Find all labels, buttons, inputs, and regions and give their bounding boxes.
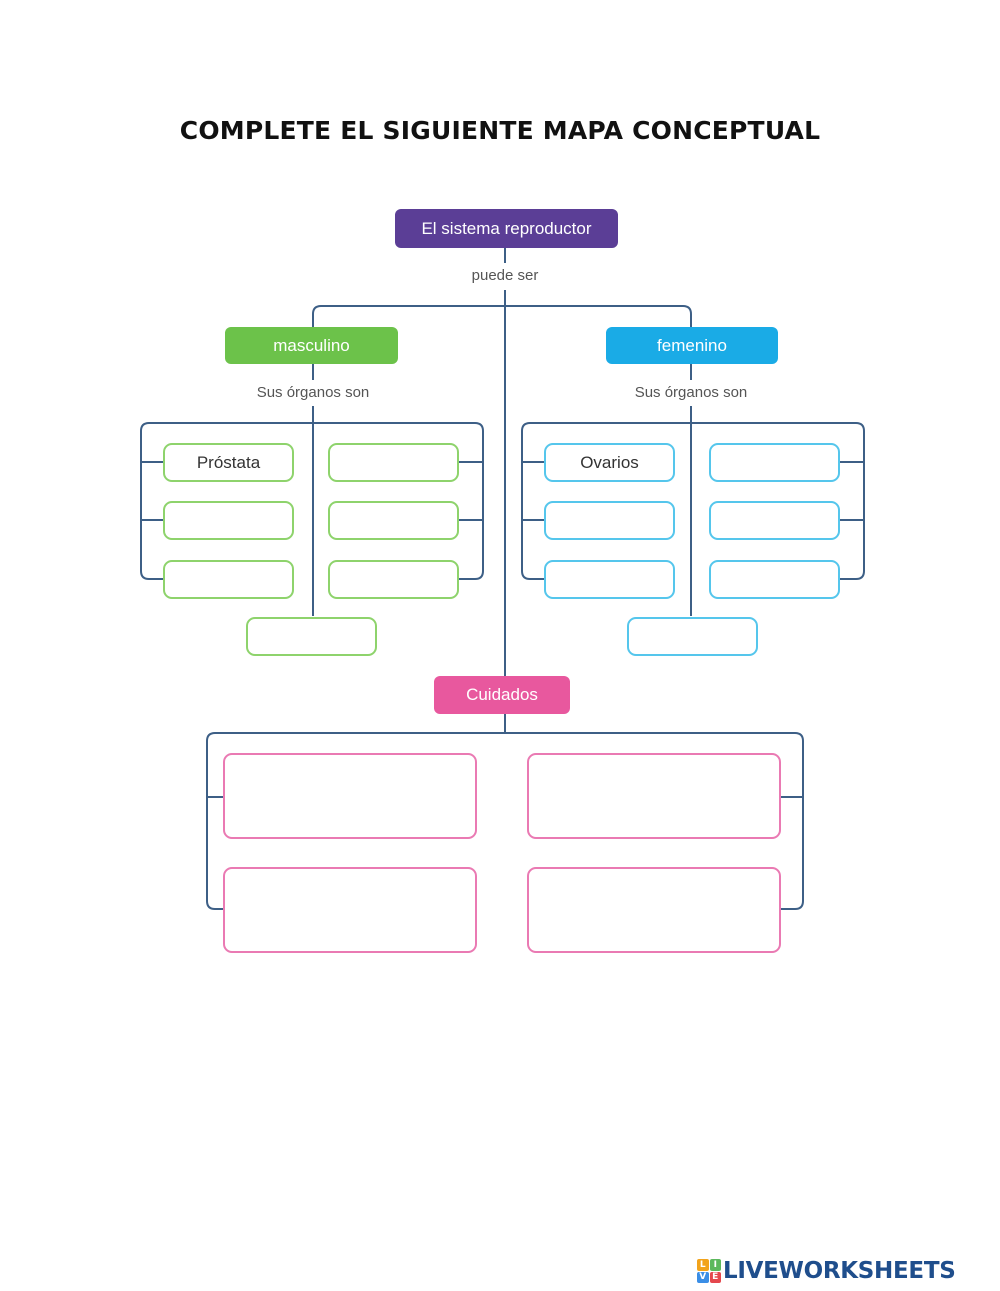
female-connector-label: Sus órganos son (621, 384, 761, 401)
male-organ-3[interactable] (163, 501, 294, 540)
male-connector-label: Sus órganos son (243, 384, 383, 401)
female-organ-6[interactable] (709, 560, 840, 599)
care-node: Cuidados (434, 676, 570, 714)
female-organ-4[interactable] (709, 501, 840, 540)
male-organ-2[interactable] (328, 443, 459, 482)
female-organ-2[interactable] (709, 443, 840, 482)
care-item-1[interactable] (223, 753, 477, 839)
female-node: femenino (606, 327, 778, 364)
male-organ-4[interactable] (328, 501, 459, 540)
brand-watermark: L I V E LIVEWORKSHEETS (697, 1256, 956, 1286)
root-node: El sistema reproductor (395, 209, 618, 248)
male-organ-1[interactable]: Próstata (163, 443, 294, 482)
care-item-4[interactable] (527, 867, 781, 953)
male-node: masculino (225, 327, 398, 364)
care-item-3[interactable] (223, 867, 477, 953)
female-organ-3[interactable] (544, 501, 675, 540)
female-organ-1[interactable]: Ovarios (544, 443, 675, 482)
male-organ-5[interactable] (163, 560, 294, 599)
female-organ-5[interactable] (544, 560, 675, 599)
male-organ-7[interactable] (246, 617, 377, 656)
liveworksheets-logo-icon: L I V E (697, 1259, 721, 1283)
brand-text: LIVEWORKSHEETS (723, 1258, 956, 1284)
care-item-2[interactable] (527, 753, 781, 839)
connector-label: puede ser (471, 267, 539, 284)
female-organ-7[interactable] (627, 617, 758, 656)
male-organ-6[interactable] (328, 560, 459, 599)
worksheet-title: COMPLETE EL SIGUIENTE MAPA CONCEPTUAL (179, 116, 821, 145)
